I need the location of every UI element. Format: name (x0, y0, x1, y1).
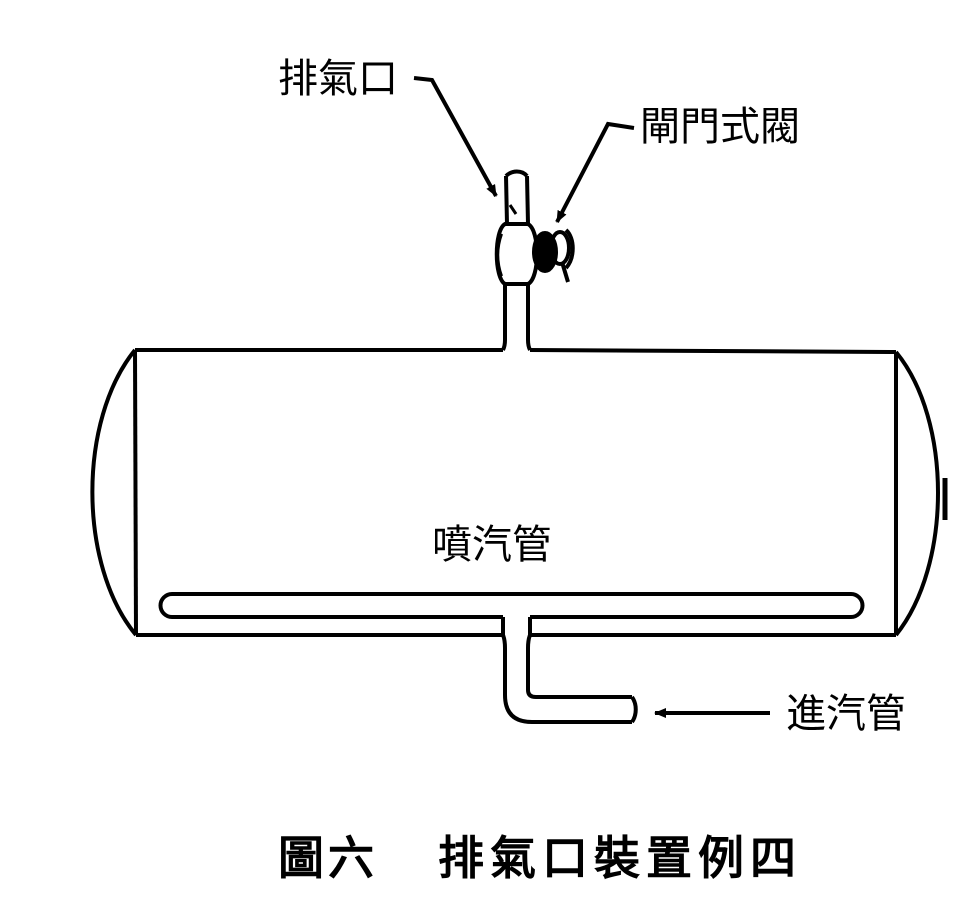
tank-top-right-edge (529, 348, 897, 354)
vent-riser-pipe (501, 282, 532, 351)
vent-label: 排氣口 (278, 56, 398, 102)
tank-right-head (894, 350, 940, 637)
gate-valve-handwheel (532, 228, 575, 283)
valve-body-shade (497, 233, 503, 277)
vent-leader-arrow (413, 76, 498, 197)
inlet-pipe-label: 進汽管 (786, 691, 906, 737)
figure-number: 圖六 (278, 831, 378, 885)
tank-left-seam (133, 349, 138, 636)
figure-title: 排氣口裝置例四 (438, 831, 802, 885)
tank-left-head (90, 348, 138, 637)
valve-leader-arrow (555, 121, 635, 223)
vent-outlet-stub (504, 169, 530, 225)
spray-pipe-label: 噴汽管 (432, 522, 552, 568)
inlet-pipe (501, 617, 638, 724)
tank (90, 348, 948, 637)
valve-body (494, 222, 539, 286)
spray-pipe (158, 592, 865, 619)
gate-valve-label: 閘門式閥 (640, 104, 800, 150)
